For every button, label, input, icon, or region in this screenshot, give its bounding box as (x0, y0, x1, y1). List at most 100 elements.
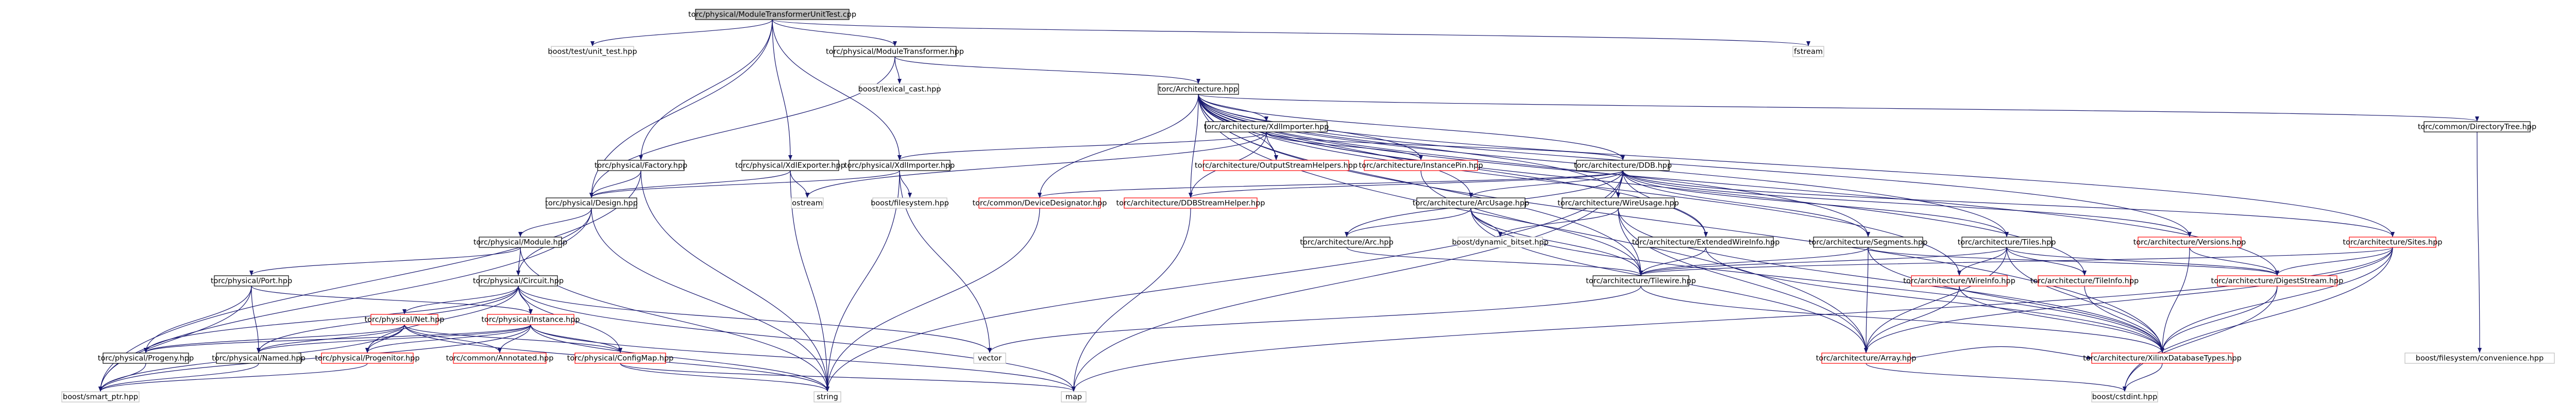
edge-root-to-mod_xform (772, 19, 897, 46)
node-box (216, 353, 301, 364)
edge-dirtree-to-bfsconv (2477, 131, 2482, 353)
node-lexical: boost/lexical_cast.hpp (858, 83, 941, 95)
node-box (791, 197, 824, 209)
edge-tileinfo-to-xilinxdb (2084, 286, 2164, 353)
node-box (741, 160, 839, 171)
node-box (833, 46, 957, 57)
node-ddb[interactable]: torc/architecture/DDB.hpp (1574, 160, 1672, 171)
node-box (1203, 160, 1349, 171)
edge-circuit-to-vector (518, 286, 992, 353)
node-versions[interactable]: torc/architecture/Versions.hpp (2133, 237, 2246, 248)
node-box (551, 46, 634, 57)
node-xdlimp_arch[interactable]: torc/architecture/XdlImporter.hpp (1204, 121, 1329, 132)
node-label: torc/physical/Factory.hpp (595, 162, 688, 170)
node-net[interactable]: torc/physical/Net.hpp (364, 314, 445, 325)
node-module[interactable]: torc/physical/Module.hpp (473, 237, 567, 248)
node-label: torc/architecture/Segments.hpp (1809, 239, 1928, 247)
edge-instance-to-annotated (498, 324, 531, 353)
edge-ddbstream-to-map (1072, 208, 1191, 392)
node-instpin[interactable]: torc/architecture/InstancePin.hpp (1359, 160, 1483, 171)
node-segments[interactable]: torc/architecture/Segments.hpp (1809, 237, 1928, 248)
node-configmap[interactable]: torc/physical/ConfigMap.hpp (567, 353, 674, 364)
node-label: boost/lexical_cast.hpp (858, 86, 941, 94)
edge-root-to-boost_test (590, 19, 773, 46)
node-devdes[interactable]: torc/common/DeviceDesignator.hpp (972, 197, 1107, 209)
node-tilewire[interactable]: torc/architecture/Tilewire.hpp (1586, 275, 1696, 287)
node-string: string (814, 391, 841, 403)
node-label: torc/architecture/DigestStream.hpp (2211, 277, 2344, 286)
node-arch[interactable]: torc/Architecture.hpp (1158, 83, 1239, 95)
node-box (574, 353, 666, 364)
edge-progeny-to-smartptr (98, 363, 146, 392)
edge-xilinxdb-to-cstdint (2123, 363, 2163, 392)
node-circuit[interactable]: torc/physical/Circuit.hpp (473, 275, 564, 287)
node-label: torc/architecture/DDB.hpp (1574, 162, 1672, 170)
node-instance[interactable]: torc/physical/Instance.hpp (481, 314, 580, 325)
node-wireinfo[interactable]: torc/architecture/WireInfo.hpp (1903, 275, 2015, 287)
node-extwire[interactable]: torc/architecture/ExtendedWireInfo.hpp (1632, 237, 1780, 248)
node-tileinfo[interactable]: torc/architecture/TileInfo.hpp (2030, 275, 2139, 287)
node-named[interactable]: torc/physical/Named.hpp (212, 353, 306, 364)
node-label: ostream (792, 199, 823, 208)
node-xdlexp[interactable]: torc/physical/XdlExporter.hpp (735, 160, 845, 171)
node-outstream[interactable]: torc/architecture/OutputStreamHelpers.hp… (1195, 160, 1358, 171)
node-box (849, 160, 951, 171)
edge-circuit-to-map (518, 286, 1076, 392)
edge-root-to-factory (639, 19, 773, 160)
node-label: torc/physical/Module.hpp (473, 239, 567, 247)
node-label: map (1065, 393, 1082, 401)
edge-ddb-to-devdes (1038, 170, 1623, 198)
node-wireusage[interactable]: torc/architecture/WireUsage.hpp (1557, 197, 1679, 209)
node-label: torc/architecture/InstancePin.hpp (1359, 162, 1483, 170)
node-label: boost/filesystem.hpp (871, 199, 949, 208)
node-dirtree[interactable]: torc/common/DirectoryTree.hpp (2418, 121, 2536, 132)
node-sites[interactable]: torc/architecture/Sites.hpp (2343, 237, 2443, 248)
edge-ddb-to-ddbstream (1189, 170, 1623, 198)
edge-instance-to-progenitor (365, 324, 531, 353)
edge-wireinfo-to-xilinxdb (1959, 286, 2164, 353)
node-array[interactable]: torc/architecture/Array.hpp (1816, 353, 1917, 364)
node-label: torc/architecture/OutputStreamHelpers.hp… (1195, 162, 1358, 170)
node-digest[interactable]: torc/architecture/DigestStream.hpp (2211, 275, 2344, 287)
edge-versions-to-digest (2189, 247, 2279, 276)
node-xilinxdb[interactable]: torc/architecture/XilinxDatabaseTypes.hp… (2083, 353, 2242, 364)
edge-digest-to-xilinxdb (2160, 286, 2278, 353)
node-factory[interactable]: torc/physical/Factory.hpp (595, 160, 688, 171)
edge-port-to-named (251, 286, 261, 353)
node-tiles[interactable]: torc/architecture/Tiles.hpp (1958, 237, 2056, 248)
edge-array-to-cstdint (1866, 363, 2127, 392)
node-label: boost/filesystem/convenience.hpp (2416, 355, 2544, 363)
node-box (1813, 237, 1923, 248)
node-label: torc/common/Annotated.hpp (446, 355, 554, 363)
node-box (1158, 83, 1239, 95)
node-box (2349, 237, 2436, 248)
node-xdlimp_phys[interactable]: torc/physical/XdlImporter.hpp (844, 160, 955, 171)
node-label: boost/cstdint.hpp (2092, 393, 2158, 401)
edge-xdlimp_arch-to-ddb (1266, 131, 1625, 160)
edge-mod_xform-to-lexical (894, 56, 902, 84)
node-progeny[interactable]: torc/physical/Progeny.hpp (98, 353, 194, 364)
node-arcusage[interactable]: torc/architecture/ArcUsage.hpp (1413, 197, 1530, 209)
node-label: torc/physical/Progeny.hpp (98, 355, 194, 363)
node-box (546, 197, 637, 209)
node-box (1562, 197, 1675, 209)
edge-port-to-progeny (144, 286, 252, 353)
node-annotated[interactable]: torc/common/Annotated.hpp (446, 353, 554, 364)
node-root[interactable]: torc/physical/ModuleTransformerUnitTest.… (688, 9, 856, 20)
node-label: torc/architecture/TileInfo.hpp (2030, 277, 2139, 286)
node-vector: vector (973, 353, 1006, 364)
node-port[interactable]: torc/physical/Port.hpp (211, 275, 292, 287)
node-ddbstream[interactable]: torc/architecture/DDBStreamHelper.hpp (1116, 197, 1265, 209)
node-bfsconv: boost/filesystem/convenience.hpp (2404, 353, 2555, 364)
node-box (1961, 237, 2052, 248)
edge-segments-to-array (1864, 247, 1869, 353)
node-label: torc/physical/Design.hpp (545, 199, 638, 208)
node-mod_xform[interactable]: torc/physical/ModuleTransformer.hpp (826, 46, 964, 57)
edge-instance-to-configmap (530, 324, 622, 353)
edge-xdlimp_arch-to-xdlimp_phys (897, 131, 1267, 160)
node-arc[interactable]: torc/architecture/Arc.hpp (1300, 237, 1394, 248)
node-progenitor[interactable]: torc/physical/Progenitor.hpp (315, 353, 420, 364)
edge-mod_xform-to-arch (894, 56, 1200, 84)
node-label: torc/architecture/Array.hpp (1816, 355, 1917, 363)
node-design[interactable]: torc/physical/Design.hpp (545, 197, 638, 209)
